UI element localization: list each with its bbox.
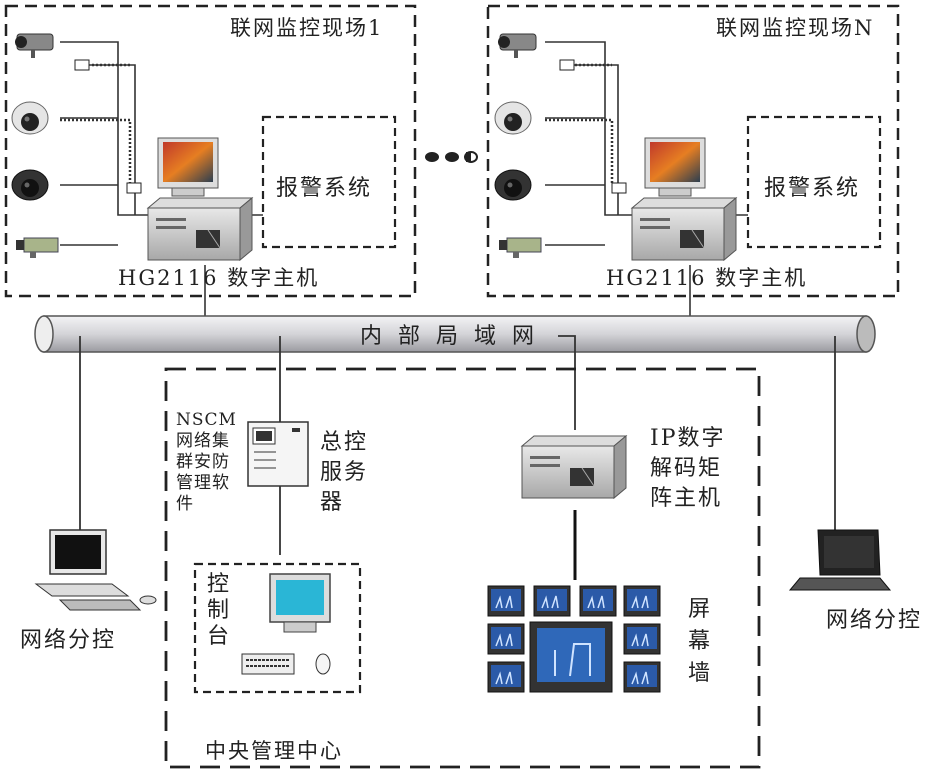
console-frame: [193, 562, 362, 694]
box-camera-icon: [14, 33, 54, 59]
console-label: 控制台: [206, 572, 229, 649]
console-monitor-icon: [269, 573, 331, 633]
center-title: 中央管理中心: [205, 739, 343, 763]
remote-pc-icon: [34, 529, 157, 611]
decoder-label: IP数字解码矩阵主机: [650, 426, 726, 511]
siteN-monitor-icon: [644, 137, 706, 197]
software-label: NSCM网络集群安防管理软件: [176, 410, 237, 514]
connector-icon: [74, 59, 90, 71]
siteN-alarm-frame: [746, 115, 882, 249]
site1-frame: [4, 4, 417, 298]
dome-camera-dark-icon: [11, 169, 49, 201]
dome-camera-dark-icon: [494, 169, 532, 201]
bullet-camera-icon: [15, 237, 59, 259]
site1-host-icon: [147, 197, 253, 261]
screen-wall-icon: [487, 585, 661, 693]
remote-left-label: 网络分控: [20, 628, 117, 653]
siteN-alarm-label: 报警系统: [764, 176, 861, 201]
more-sites-icon: [425, 151, 478, 163]
decoder-host-icon: [521, 435, 627, 499]
siteN-frame: [486, 4, 900, 298]
keyboard-icon: [241, 653, 295, 675]
site1-title: 联网监控现场1: [230, 16, 384, 40]
connector-icon: [611, 182, 627, 194]
connector-icon: [559, 59, 575, 71]
remote-right-label: 网络分控: [826, 608, 923, 633]
mouse-icon: [315, 653, 331, 675]
server-icon: [247, 421, 309, 487]
connector-icon: [126, 182, 142, 194]
site1-alarm-frame: [261, 115, 397, 249]
lan-label: 内部局域网: [360, 324, 551, 349]
dome-camera-icon: [11, 101, 49, 135]
center-frame: [164, 367, 761, 769]
siteN-host-label: HG2116 数字主机: [606, 266, 808, 290]
laptop-icon: [788, 529, 892, 591]
bullet-camera-icon: [498, 237, 542, 259]
site1-monitor-icon: [157, 137, 219, 197]
box-camera-icon: [497, 33, 537, 59]
dome-camera-icon: [494, 101, 532, 135]
siteN-title: 联网监控现场N: [716, 16, 875, 40]
screen-wall-label: 屏幕墙: [687, 597, 710, 686]
siteN-host-icon: [631, 197, 737, 261]
site1-alarm-label: 报警系统: [276, 176, 373, 201]
lan-pipe: [34, 315, 876, 353]
server-label: 总控服务器: [320, 430, 369, 515]
site1-host-label: HG2116 数字主机: [118, 266, 320, 290]
